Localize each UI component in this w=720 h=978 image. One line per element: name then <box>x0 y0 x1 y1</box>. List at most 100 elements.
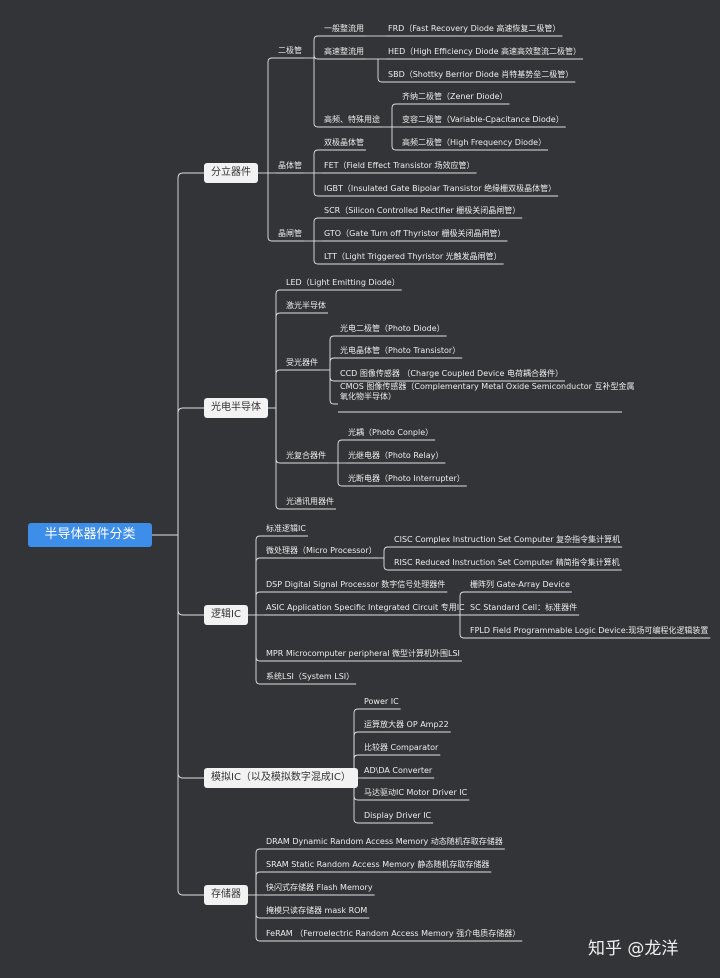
connector-line <box>275 369 284 408</box>
leaf-node[interactable]: 高频、特殊用途 <box>324 115 380 124</box>
category-node[interactable]: 比较器 Comparator <box>364 743 439 752</box>
category-node[interactable]: Display Driver IC <box>364 811 432 820</box>
branch-node[interactable]: 模拟IC（以及模拟数字混成IC） <box>204 768 358 788</box>
category-node[interactable]: FeRAM （Ferroelectric Random Access Memor… <box>266 929 521 938</box>
connector-line <box>267 173 276 242</box>
leaf-node[interactable]: CISC Complex Instruction Set Computer 复杂… <box>394 535 621 544</box>
category-node[interactable]: Power IC <box>364 697 399 706</box>
connector-line <box>255 895 264 942</box>
connector-line <box>383 546 392 558</box>
branch-node[interactable]: 分立器件 <box>204 163 258 183</box>
leaf-node[interactable]: FET（Field Effect Transistor 场效应管） <box>324 161 475 170</box>
connector-line <box>255 895 264 919</box>
leaf-node[interactable]: 高速整流用 <box>324 47 364 56</box>
connector-line <box>255 535 264 615</box>
category-node[interactable]: 快闪式存储器 Flash Memory <box>266 883 373 892</box>
category-node[interactable]: 激光半导体 <box>286 301 326 310</box>
connector-line <box>255 591 264 615</box>
category-node[interactable]: 系统LSI（System LSI） <box>266 672 355 681</box>
connector-line <box>313 173 322 197</box>
connector-line <box>313 54 322 60</box>
leaf-node[interactable]: 一般整流用 <box>324 24 364 33</box>
connector-line <box>377 59 386 83</box>
connector-line <box>255 615 264 662</box>
category-node[interactable]: SRAM Static Random Access Memory 静态随机存取存… <box>266 860 490 869</box>
category-node[interactable]: 掩模只读存储器 mask ROM <box>266 906 368 915</box>
category-node[interactable]: 二极管 <box>278 46 302 55</box>
connector-line <box>275 408 284 510</box>
connector-line <box>255 557 264 615</box>
category-node[interactable]: 微处理器（Micro Processor） <box>266 546 377 555</box>
leaf-node[interactable]: 双极晶体管 <box>324 138 364 147</box>
leaf-node[interactable]: LTT（Light Triggered Thyristor 光触发晶闸管） <box>324 252 502 261</box>
watermark: 知乎 @龙洋 <box>588 939 679 959</box>
category-node[interactable]: 标准逻辑IC <box>266 524 306 533</box>
connector-line <box>313 35 322 58</box>
connector-line <box>177 407 204 535</box>
leaf-node[interactable]: 光继电器（Photo Relay） <box>348 451 444 460</box>
category-node[interactable]: MPR Microcomputer peripheral 微型计算机外围LSI <box>266 649 460 658</box>
category-node[interactable]: ASIC Application Specific Integrated Cir… <box>266 603 465 612</box>
connector-line <box>275 408 284 464</box>
leaf-node[interactable]: HED（High Efficiency Diode 高速高效整流二极管） <box>388 47 582 56</box>
leaf-node[interactable]: 变容二极管（Variable-Cpacitance Diode） <box>402 115 564 124</box>
connector-line <box>353 778 362 824</box>
category-node[interactable]: DRAM Dynamic Random Access Memory 动态随机存取… <box>266 837 503 846</box>
leaf-node[interactable]: 光断电器（Photo Interrupter） <box>348 474 465 483</box>
connector-line <box>255 871 264 895</box>
connector-line <box>353 754 362 778</box>
leaf-node[interactable]: CCD 图像传感器 （Charge Coupled Device 电荷耦合器件） <box>340 369 563 378</box>
connector-line <box>275 312 284 408</box>
connector-line <box>313 241 322 265</box>
category-node[interactable]: AD\DA Converter <box>364 766 433 775</box>
connector-line <box>391 127 400 151</box>
connector-line <box>383 558 392 571</box>
connector-line <box>177 535 204 779</box>
leaf-node[interactable]: 光耦（Photo Conple） <box>348 428 434 437</box>
leaf-node[interactable]: SBD（Shottky Berrior Diode 肖特基势垒二极管） <box>388 70 574 79</box>
connector-line <box>329 357 338 370</box>
connector-line <box>337 463 346 487</box>
category-node[interactable]: 光通讯用器件 <box>286 497 334 506</box>
connector-line <box>329 370 338 405</box>
root-node[interactable]: 半导体器件分类 <box>28 523 152 547</box>
leaf-node[interactable]: 光电晶体管（Photo Transistor） <box>340 346 461 355</box>
leaf-node[interactable]: 光电二极管（Photo Diode） <box>340 324 445 333</box>
leaf-node[interactable]: CMOS 图像传感器（Complementary Metal Oxide Sem… <box>340 382 635 401</box>
category-node[interactable]: 晶体管 <box>278 161 302 170</box>
category-node[interactable]: 马达驱动IC Motor Driver IC <box>364 788 468 797</box>
branch-node[interactable]: 逻辑IC <box>204 605 248 625</box>
leaf-node[interactable]: SCR（Silicon Controlled Rectifier 栅极关闭晶闸管… <box>324 206 521 215</box>
category-node[interactable]: 运算放大器 OP Amp22 <box>364 720 449 729</box>
branch-node[interactable]: 存储器 <box>204 885 248 905</box>
leaf-node[interactable]: RISC Reduced Instruction Set Computer 精简… <box>394 558 620 567</box>
connector-line <box>177 535 204 616</box>
category-node[interactable]: LED（Light Emitting Diode） <box>286 278 400 287</box>
leaf-node[interactable]: 栅阵列 Gate-Array Device <box>470 580 570 589</box>
connector-line <box>459 615 468 639</box>
leaf-node[interactable]: 齐纳二极管（Zener Diode） <box>402 92 508 101</box>
connector-line <box>313 217 322 241</box>
leaf-node[interactable]: SC Standard Cell：标准器件 <box>470 603 578 612</box>
category-node[interactable]: DSP Digital Signal Processor 数字信号处理器件 <box>266 580 446 589</box>
connector-line <box>337 439 346 463</box>
connector-line <box>255 615 264 685</box>
connector-line <box>177 535 204 896</box>
leaf-node[interactable]: FPLD Field Programmable Logic Device:现场可… <box>470 626 709 635</box>
connector-line <box>459 591 468 615</box>
leaf-node[interactable]: FRD（Fast Recovery Diode 高速恢复二极管） <box>388 24 561 33</box>
branch-node[interactable]: 光电半导体 <box>204 398 268 418</box>
connector-line <box>275 289 284 408</box>
leaf-node[interactable]: GTO（Gate Turn off Thyristor 栅极关闭晶闸管） <box>324 229 506 238</box>
connector-line <box>255 848 264 895</box>
category-node[interactable]: 晶闸管 <box>278 229 302 238</box>
connector-line <box>329 335 338 370</box>
leaf-node[interactable]: 高频二极管（High Frequency Diode） <box>402 138 547 147</box>
category-node[interactable]: 光复合器件 <box>286 451 326 460</box>
connector-line <box>391 103 400 127</box>
leaf-node[interactable]: IGBT（Insulated Gate Bipolar Transistor 绝… <box>324 184 557 193</box>
category-node[interactable]: 受光器件 <box>286 358 318 367</box>
connector-line <box>267 57 276 173</box>
